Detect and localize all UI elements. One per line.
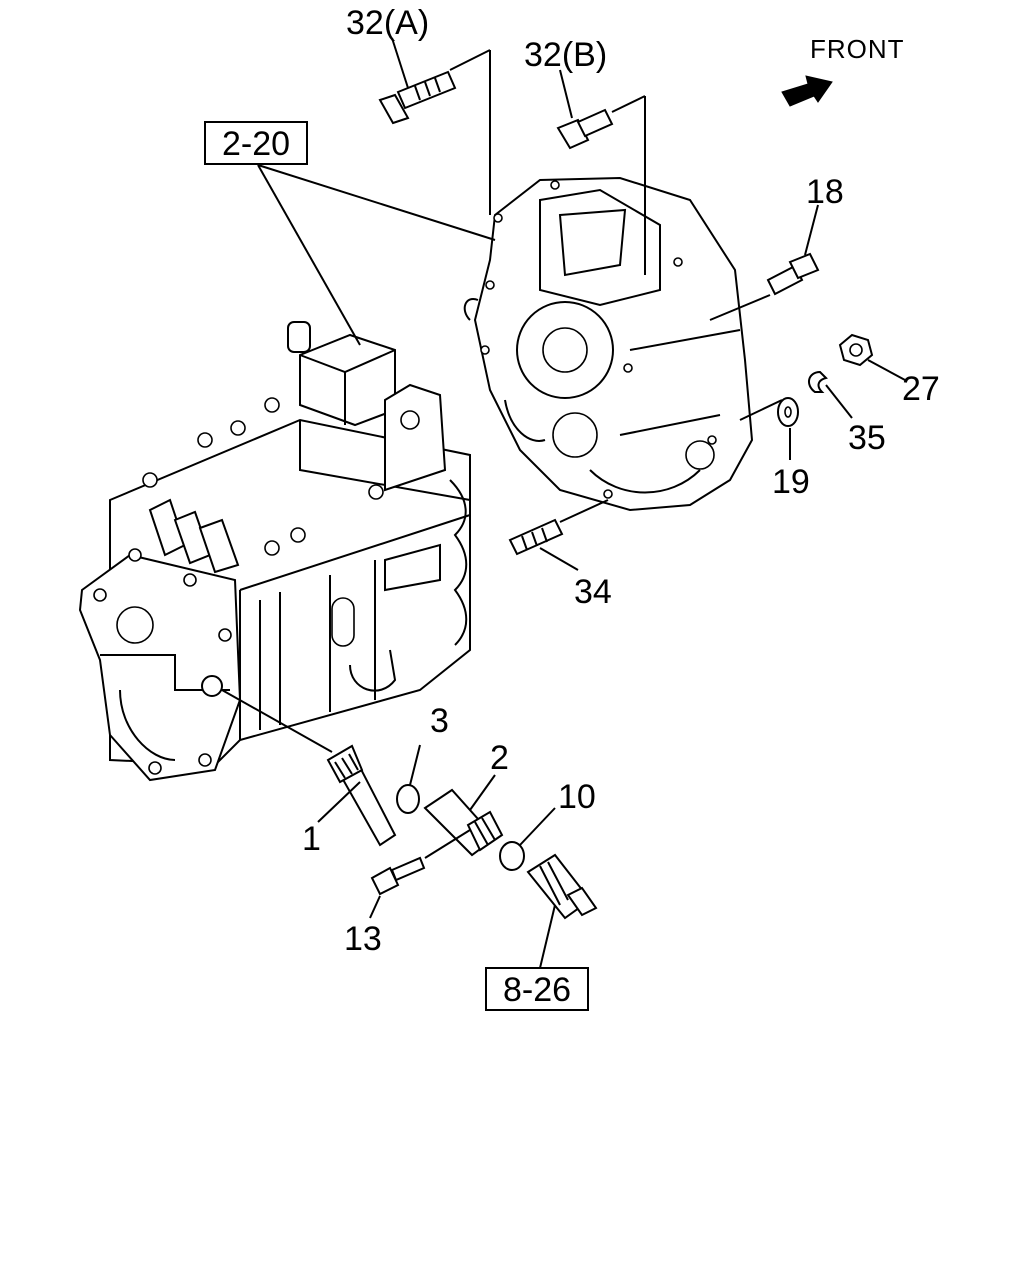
callout-1: 1 bbox=[302, 820, 321, 858]
transmission-case bbox=[78, 321, 471, 782]
ref-label-speed-sensor: 8-26 bbox=[503, 971, 571, 1009]
callout-2: 2 bbox=[490, 739, 509, 777]
callout-34: 34 bbox=[574, 573, 612, 611]
ref-box-clutch-housing[interactable]: 2-20 bbox=[204, 121, 308, 165]
callout-10: 10 bbox=[558, 778, 596, 816]
callout-19: 19 bbox=[772, 463, 810, 501]
lockwasher-35 bbox=[808, 370, 828, 393]
callout-32a: 32(A) bbox=[346, 4, 429, 42]
nut-27 bbox=[838, 333, 874, 367]
bolt-18 bbox=[766, 252, 820, 296]
driven-gear-1 bbox=[326, 744, 397, 847]
callout-32b: 32(B) bbox=[524, 36, 607, 74]
clutch-housing bbox=[463, 176, 754, 512]
bolt-32b bbox=[556, 108, 614, 150]
speed-sensor bbox=[526, 853, 598, 920]
callout-3: 3 bbox=[430, 702, 449, 740]
front-indicator: FRONT bbox=[781, 34, 905, 107]
ref-box-speed-sensor[interactable]: 8-26 bbox=[485, 967, 589, 1011]
sleeve-2 bbox=[423, 788, 504, 857]
leader-lines bbox=[221, 37, 906, 969]
bolt-32a bbox=[378, 70, 457, 125]
ref-label-clutch-housing: 2-20 bbox=[222, 125, 290, 163]
cover-bolts bbox=[142, 397, 384, 556]
callout-35: 35 bbox=[848, 419, 886, 457]
callout-27: 27 bbox=[902, 370, 940, 408]
stud-34 bbox=[508, 518, 564, 556]
o-ring-3 bbox=[396, 784, 420, 814]
seal-10 bbox=[499, 841, 525, 871]
front-arrow-icon bbox=[781, 75, 833, 107]
front-label: FRONT bbox=[810, 34, 905, 64]
callout-13: 13 bbox=[344, 920, 382, 958]
callout-18: 18 bbox=[806, 173, 844, 211]
bolt-13 bbox=[370, 856, 426, 896]
callouts: 32(A) 32(B) 18 27 35 19 34 3 2 10 1 13 bbox=[302, 4, 940, 958]
